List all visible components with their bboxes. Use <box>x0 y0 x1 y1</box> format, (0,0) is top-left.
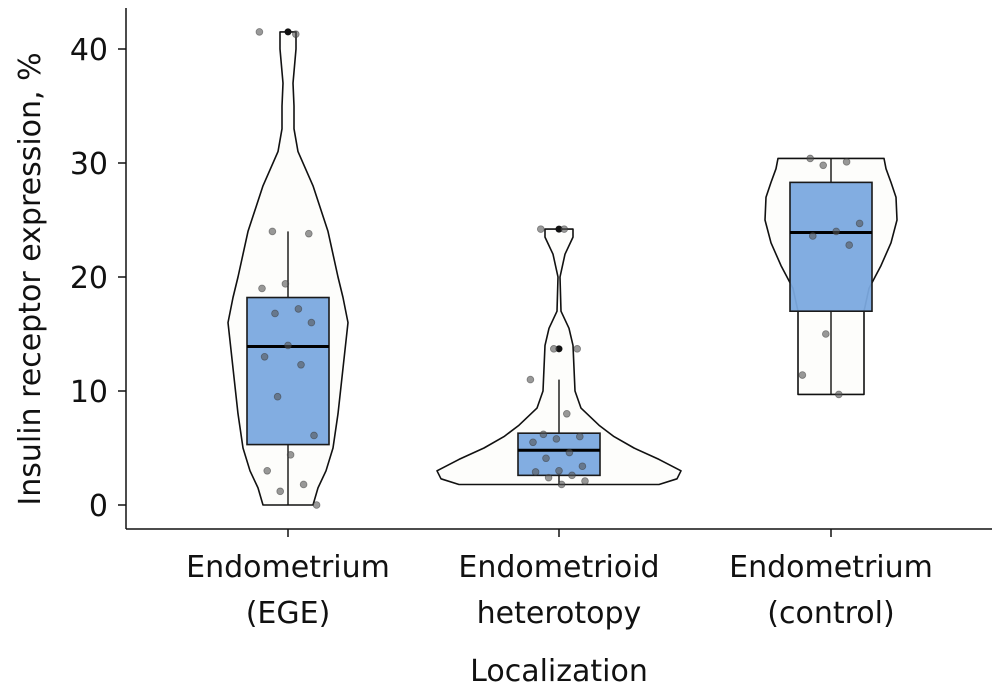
data-point <box>526 375 535 384</box>
x-tick-label: Endometrium <box>729 550 933 585</box>
data-point <box>855 219 864 228</box>
x-tick-label: Endometrium <box>186 550 390 585</box>
data-point <box>307 318 316 327</box>
boxes-layer <box>246 28 873 505</box>
data-point <box>255 28 264 36</box>
data-point <box>555 466 563 475</box>
data-point <box>312 501 321 509</box>
data-point <box>299 480 308 489</box>
data-point <box>798 371 807 379</box>
data-point <box>573 345 581 353</box>
x-axis-title: Localization <box>470 654 648 689</box>
y-ticks: 0 10 20 30 40 <box>70 33 126 524</box>
data-point <box>557 480 566 489</box>
outlier-point <box>555 225 563 233</box>
data-point <box>539 430 548 439</box>
data-point <box>542 454 550 463</box>
data-point <box>565 448 574 457</box>
data-point <box>531 468 540 476</box>
y-axis-title: Insulin receptor expression, % <box>13 52 48 505</box>
data-point <box>260 352 269 361</box>
data-point <box>291 30 300 38</box>
x-tick-label: (control) <box>767 596 894 631</box>
outlier-point <box>555 345 563 353</box>
data-point <box>819 161 827 170</box>
data-point <box>536 225 545 233</box>
data-point <box>808 232 817 240</box>
data-point <box>806 154 814 163</box>
data-point <box>552 435 561 443</box>
points-layer <box>255 28 864 509</box>
y-tick-label: 30 <box>70 147 108 182</box>
data-point <box>258 284 266 293</box>
data-point <box>834 390 843 399</box>
data-point <box>832 227 840 236</box>
x-tick-label: (EGE) <box>246 596 331 631</box>
data-point <box>268 227 277 236</box>
x-tick-label: Endometrioid <box>458 550 659 585</box>
data-point <box>273 392 282 401</box>
data-point <box>263 466 272 475</box>
outlier-point <box>284 28 292 36</box>
data-point <box>304 229 313 238</box>
box <box>789 181 873 313</box>
x-ticks: Endometrium (EGE) Endometrioid heterotopy En… <box>186 529 933 631</box>
y-tick-label: 40 <box>70 33 108 68</box>
data-point <box>544 473 553 482</box>
data-point <box>276 487 285 496</box>
data-point <box>310 431 318 440</box>
y-tick-label: 0 <box>89 489 108 524</box>
data-point <box>842 158 851 166</box>
data-point <box>294 305 303 313</box>
data-point <box>549 345 558 353</box>
data-point <box>578 462 587 471</box>
data-point <box>286 451 295 459</box>
data-point <box>281 280 290 288</box>
data-point <box>297 360 305 369</box>
data-point <box>529 438 537 447</box>
data-point <box>568 471 576 480</box>
y-tick-label: 10 <box>70 375 108 410</box>
data-point <box>562 409 571 418</box>
violin <box>436 228 682 486</box>
box <box>246 296 330 446</box>
x-tick-label: heterotopy <box>477 596 642 631</box>
y-tick-label: 20 <box>70 261 108 296</box>
data-point <box>821 330 830 338</box>
data-point <box>581 477 589 485</box>
data-point <box>575 432 584 441</box>
data-point <box>560 225 568 233</box>
data-point <box>284 341 292 350</box>
data-point <box>845 241 853 249</box>
data-point <box>271 309 279 318</box>
